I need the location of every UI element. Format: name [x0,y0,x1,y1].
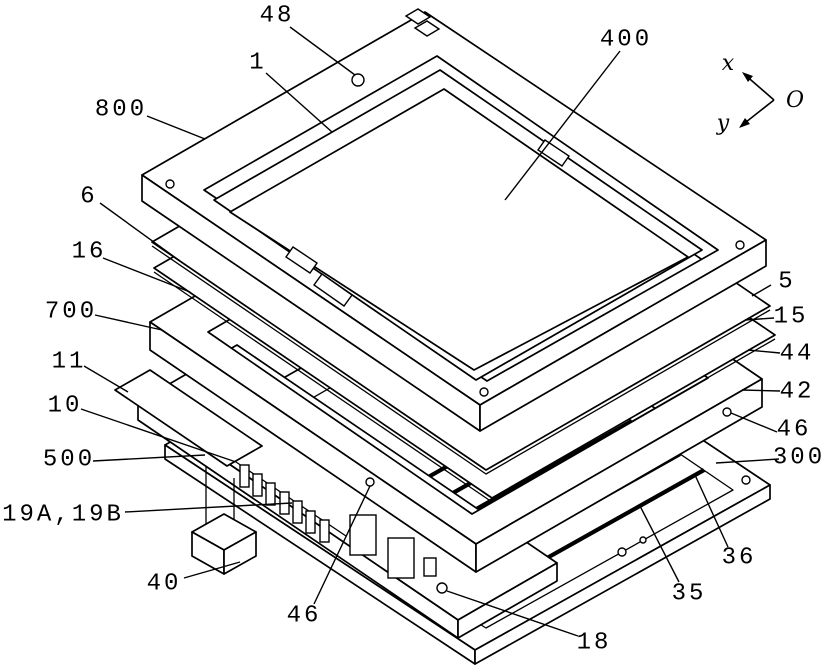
bezel-corner-hole [165,179,175,189]
bezel-front-right-face [479,239,767,432]
frame-700-screw-46 [365,477,375,487]
leader-line-6 [99,202,181,262]
part-label-500: 500 [43,446,95,473]
chassis-screw-hole [741,475,751,485]
part-label-40: 40 [147,570,182,597]
leader-line-10 [80,408,237,463]
leader-line-5 [751,284,772,297]
coordinate-axes: x y O [716,51,804,136]
leader-line-15 [744,317,775,321]
sheet-16-thickness [153,271,776,503]
connector-19 [292,500,303,524]
y-axis-label: y [716,111,730,136]
top-bezel-800-drawing [141,8,767,432]
part-label-16: 16 [72,238,107,265]
leader-line-16 [102,257,191,293]
board-front-right-face [457,562,558,639]
connector-19 [305,510,316,534]
driver-ic [387,537,415,579]
chassis-front-right-face [474,484,771,665]
part-label-400: 400 [600,26,652,53]
board-hole-18 [436,582,448,594]
bezel-corner-tab [404,8,432,25]
leader-line-19ab [124,502,293,513]
leader-line-11 [83,365,129,393]
x-axis-label: x [722,51,735,76]
screen-400-surface [229,88,689,371]
part-label-19ab: 19A,19B [2,501,124,528]
part-label-18: 18 [577,629,612,656]
leader-line-300 [715,458,780,464]
bezel-corner-tab [413,20,441,37]
bezel-corner-hole [479,387,489,397]
part-label-46b: 46 [287,602,322,629]
leader-line-46r [730,412,778,433]
leader-line-400 [504,50,621,201]
panel-notch [313,273,353,307]
x-axis-arrowhead [742,72,753,82]
chassis-hole [617,547,627,557]
leader-line-1 [265,72,333,133]
part-label-46r: 46 [777,416,812,443]
connector-19 [265,482,276,506]
leader-line-40 [183,561,241,579]
sheet-6-thickness [151,245,771,475]
small-component [423,557,437,577]
leader-line-18 [446,590,579,637]
connector-19 [252,473,263,497]
connector-19 [239,464,250,488]
part-label-15: 15 [774,303,809,330]
reference-labels-layer: 48 1 400 800 6 16 700 11 10 500 19A,19B 40 46 18 35 36 3… [2,2,825,656]
leader-line-500 [92,454,206,462]
connector-19 [319,519,330,543]
part-label-35: 35 [672,580,707,607]
leader-line-48 [289,26,356,76]
chassis-hole [639,536,647,544]
part-label-6: 6 [80,183,97,210]
part-label-700: 700 [45,298,97,325]
part-label-48: 48 [260,2,295,29]
part-label-36: 36 [722,544,757,571]
part-label-5: 5 [778,268,795,295]
leader-line-36 [694,474,729,548]
origin-label: O [786,88,804,113]
y-axis-arrowhead [739,118,750,128]
leader-line-800 [146,115,206,140]
leader-line-46b [313,485,371,605]
leader-line-700 [94,314,163,331]
leader-line-35 [639,505,680,583]
bezel-corner-hole [735,240,745,250]
frame-700-screw-46 [722,407,732,417]
driver-ic [349,514,377,556]
frame-700-front-right-face [475,378,763,573]
leader-line-44 [747,349,781,354]
sub-board-11 [114,369,263,467]
bezel-rim-notch [285,246,318,274]
leader-line-42 [741,389,781,392]
part-label-10: 10 [48,392,83,419]
part-label-300: 300 [773,444,825,471]
part-label-800: 800 [95,96,147,123]
part-label-11: 11 [52,348,87,375]
part-label-42: 42 [780,378,815,405]
part-label-44: 44 [780,340,815,367]
bezel-hole-48 [351,73,365,87]
part-label-1: 1 [249,49,266,76]
